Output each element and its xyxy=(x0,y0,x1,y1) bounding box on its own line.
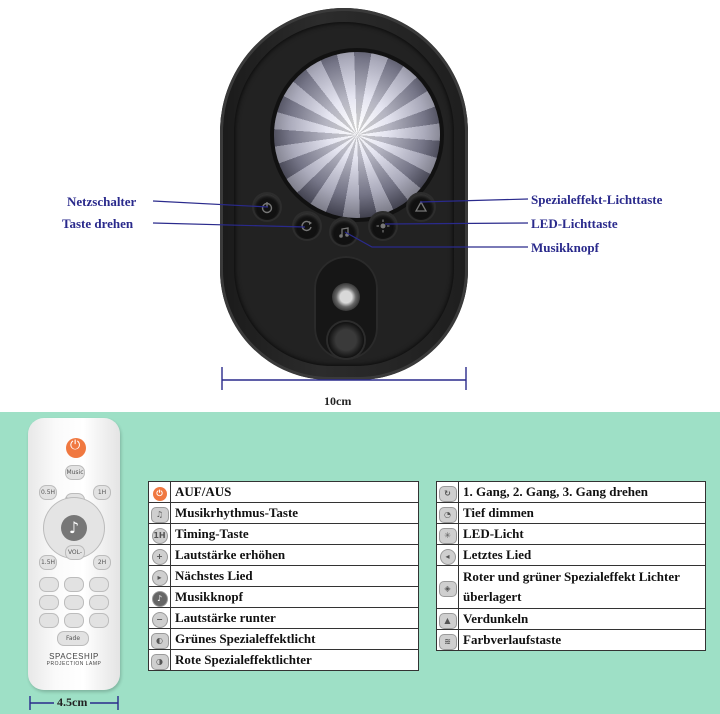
legend-row: ♪ Musikknopf xyxy=(148,586,419,608)
remote-fade-button[interactable]: Fade xyxy=(58,632,88,645)
callout-lines xyxy=(152,198,529,390)
label-music-button: Musikknopf xyxy=(531,240,599,255)
legend-text: Nächstes Lied xyxy=(170,565,419,587)
power-icon: ⏻ xyxy=(152,486,167,501)
microphone-grille xyxy=(328,322,364,358)
legend-text: Roter und grüner Spezialeffekt Lichter ü… xyxy=(458,565,706,609)
label-rotate-button: Taste drehen xyxy=(62,216,134,231)
darken-icon: ▲ xyxy=(439,613,456,628)
remote-vol-down-button[interactable]: VOL- xyxy=(66,546,84,559)
next-song-icon: ▸ xyxy=(152,570,167,585)
legend-text: Timing-Taste xyxy=(170,523,419,545)
red-green-effect-icon: ◈ xyxy=(439,581,456,596)
volume-up-icon: + xyxy=(152,549,167,564)
led-icon: ✳ xyxy=(439,528,456,543)
remote-rotate-button[interactable] xyxy=(40,596,58,609)
legend-row: − Lautstärke runter xyxy=(148,607,419,629)
crystal-dome xyxy=(274,52,440,218)
legend-text: Musikrhythmus-Taste xyxy=(170,502,419,524)
music-rhythm-icon: ♫ xyxy=(151,507,168,522)
legend-row: + Lautstärke erhöhen xyxy=(148,544,419,566)
led-light-button[interactable] xyxy=(370,213,396,239)
legend-row: ▸ Nächstes Lied xyxy=(148,565,419,587)
red-effect-icon: ◑ xyxy=(151,654,168,669)
label-power-switch: Netzschalter xyxy=(67,194,137,209)
legend-row: ≋ Farbverlaufstaste xyxy=(436,629,706,651)
remote-music-note-button[interactable]: ♪ xyxy=(61,515,87,541)
legend-left-table: ⏻ AUF/AUS ♫ Musikrhythmus-Taste 1H Timin… xyxy=(148,481,419,671)
legend-text: LED-Licht xyxy=(458,523,706,545)
label-special-effect: Spezialeffekt-Lichttaste xyxy=(531,192,663,207)
remote-control: Music 0.5H VOL+ 1H ♪ VOL- 1.5H 2H Fade S… xyxy=(28,418,120,690)
legend-row: ◐ Grünes Spezialeffektlicht xyxy=(148,628,419,650)
legend-text: AUF/AUS xyxy=(170,481,419,503)
legend-row: ◔ Tief dimmen xyxy=(436,502,706,524)
dim-icon: ◔ xyxy=(439,507,456,522)
remote-darken-button[interactable] xyxy=(40,614,58,627)
timer-icon: 1H xyxy=(152,528,167,543)
legend-row: ◂ Letztes Lied xyxy=(436,544,706,566)
remote-timer-1h-button[interactable]: 1H xyxy=(94,486,110,499)
remote-brand-sub: PROJECTION LAMP xyxy=(46,661,102,667)
music-button[interactable] xyxy=(331,219,357,245)
gradient-icon: ≋ xyxy=(439,634,456,649)
legend-row: ↻ 1. Gang, 2. Gang, 3. Gang drehen xyxy=(436,481,706,503)
legend-text: Lautstärke runter xyxy=(170,607,419,629)
legend-text: Tief dimmen xyxy=(458,502,706,524)
label-led-light: LED-Lichttaste xyxy=(531,216,618,231)
sound-sensor xyxy=(332,283,360,311)
legend-text: Lautstärke erhöhen xyxy=(170,544,419,566)
remote-width-label: 4.5cm xyxy=(54,695,91,710)
remote-red-effect-button[interactable] xyxy=(65,578,83,591)
legend-row: ✳ LED-Licht xyxy=(436,523,706,545)
legend-text: Musikknopf xyxy=(170,586,419,608)
rotation-speed-icon: ↻ xyxy=(439,486,456,501)
remote-next-button[interactable] xyxy=(90,614,108,627)
legend-text: 1. Gang, 2. Gang, 3. Gang drehen xyxy=(458,481,706,503)
rotate-button[interactable] xyxy=(294,213,320,239)
music-note-icon: ♪ xyxy=(152,591,167,606)
legend-text: Grünes Spezialeffektlicht xyxy=(170,628,419,650)
remote-power-button[interactable] xyxy=(66,438,86,458)
remote-green-effect-button[interactable] xyxy=(40,578,58,591)
projector-device xyxy=(220,8,468,380)
legend-row: ◑ Rote Spezialeffektlichter xyxy=(148,649,419,671)
remote-dim-button[interactable] xyxy=(65,596,83,609)
legend-row: ◈ Roter und grüner Spezialeffekt Lichter… xyxy=(436,565,706,609)
legend-text: Letztes Lied xyxy=(458,544,706,566)
remote-brand-name: SPACESHIP xyxy=(49,652,99,661)
legend-row: ♫ Musikrhythmus-Taste xyxy=(148,502,419,524)
legend-text: Verdunkeln xyxy=(458,608,706,630)
legend-right-table: ↻ 1. Gang, 2. Gang, 3. Gang drehen ◔ Tie… xyxy=(436,481,706,651)
remote-timer-05h-button[interactable]: 0.5H xyxy=(40,486,56,499)
remote-red-green-button[interactable] xyxy=(90,578,108,591)
legend-row: ▲ Verdunkeln xyxy=(436,608,706,630)
special-effect-button[interactable] xyxy=(408,194,434,220)
legend-text: Farbverlaufstaste xyxy=(458,629,706,651)
green-effect-icon: ◐ xyxy=(151,633,168,648)
remote-previous-button[interactable] xyxy=(65,614,83,627)
remote-timer-2h-button[interactable]: 2H xyxy=(94,556,110,569)
legend-row: ⏻ AUF/AUS xyxy=(148,481,419,503)
remote-timer-15h-button[interactable]: 1.5H xyxy=(40,556,56,569)
remote-brand: SPACESHIP PROJECTION LAMP xyxy=(28,652,120,667)
legend-row: 1H Timing-Taste xyxy=(148,523,419,545)
device-width-label: 10cm xyxy=(324,394,352,408)
legend-text: Rote Spezialeffektlichter xyxy=(170,649,419,671)
volume-down-icon: − xyxy=(152,612,167,627)
remote-music-button[interactable]: Music xyxy=(66,466,84,479)
remote-led-button[interactable] xyxy=(90,596,108,609)
previous-song-icon: ◂ xyxy=(440,549,455,564)
